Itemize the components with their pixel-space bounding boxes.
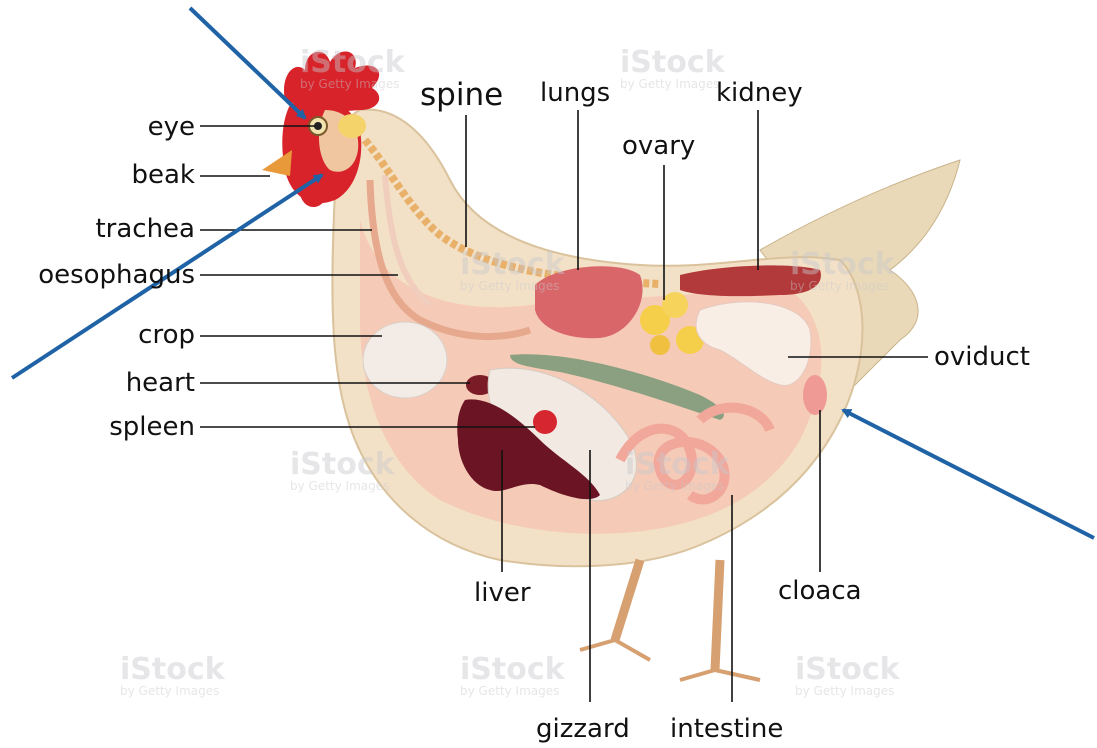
label-kidney: kidney — [716, 80, 803, 106]
label-intestine: intestine — [670, 716, 783, 742]
label-beak: beak — [132, 162, 196, 188]
label-liver: liver — [474, 580, 531, 606]
label-spine: spine — [420, 80, 503, 111]
label-oviduct: oviduct — [934, 344, 1030, 370]
label-cloaca: cloaca — [778, 578, 862, 604]
label-heart: heart — [126, 370, 195, 396]
label-gizzard: gizzard — [536, 716, 630, 742]
label-trachea: trachea — [95, 216, 195, 242]
label-lungs: lungs — [540, 80, 610, 106]
label-spleen: spleen — [109, 414, 195, 440]
beak-shape — [262, 150, 292, 176]
legs — [615, 560, 720, 670]
label-eye: eye — [148, 114, 195, 140]
label-oesophagus: oesophagus — [38, 262, 195, 288]
label-ovary: ovary — [622, 133, 695, 159]
label-crop: crop — [138, 322, 195, 348]
crop-shape — [363, 322, 447, 398]
